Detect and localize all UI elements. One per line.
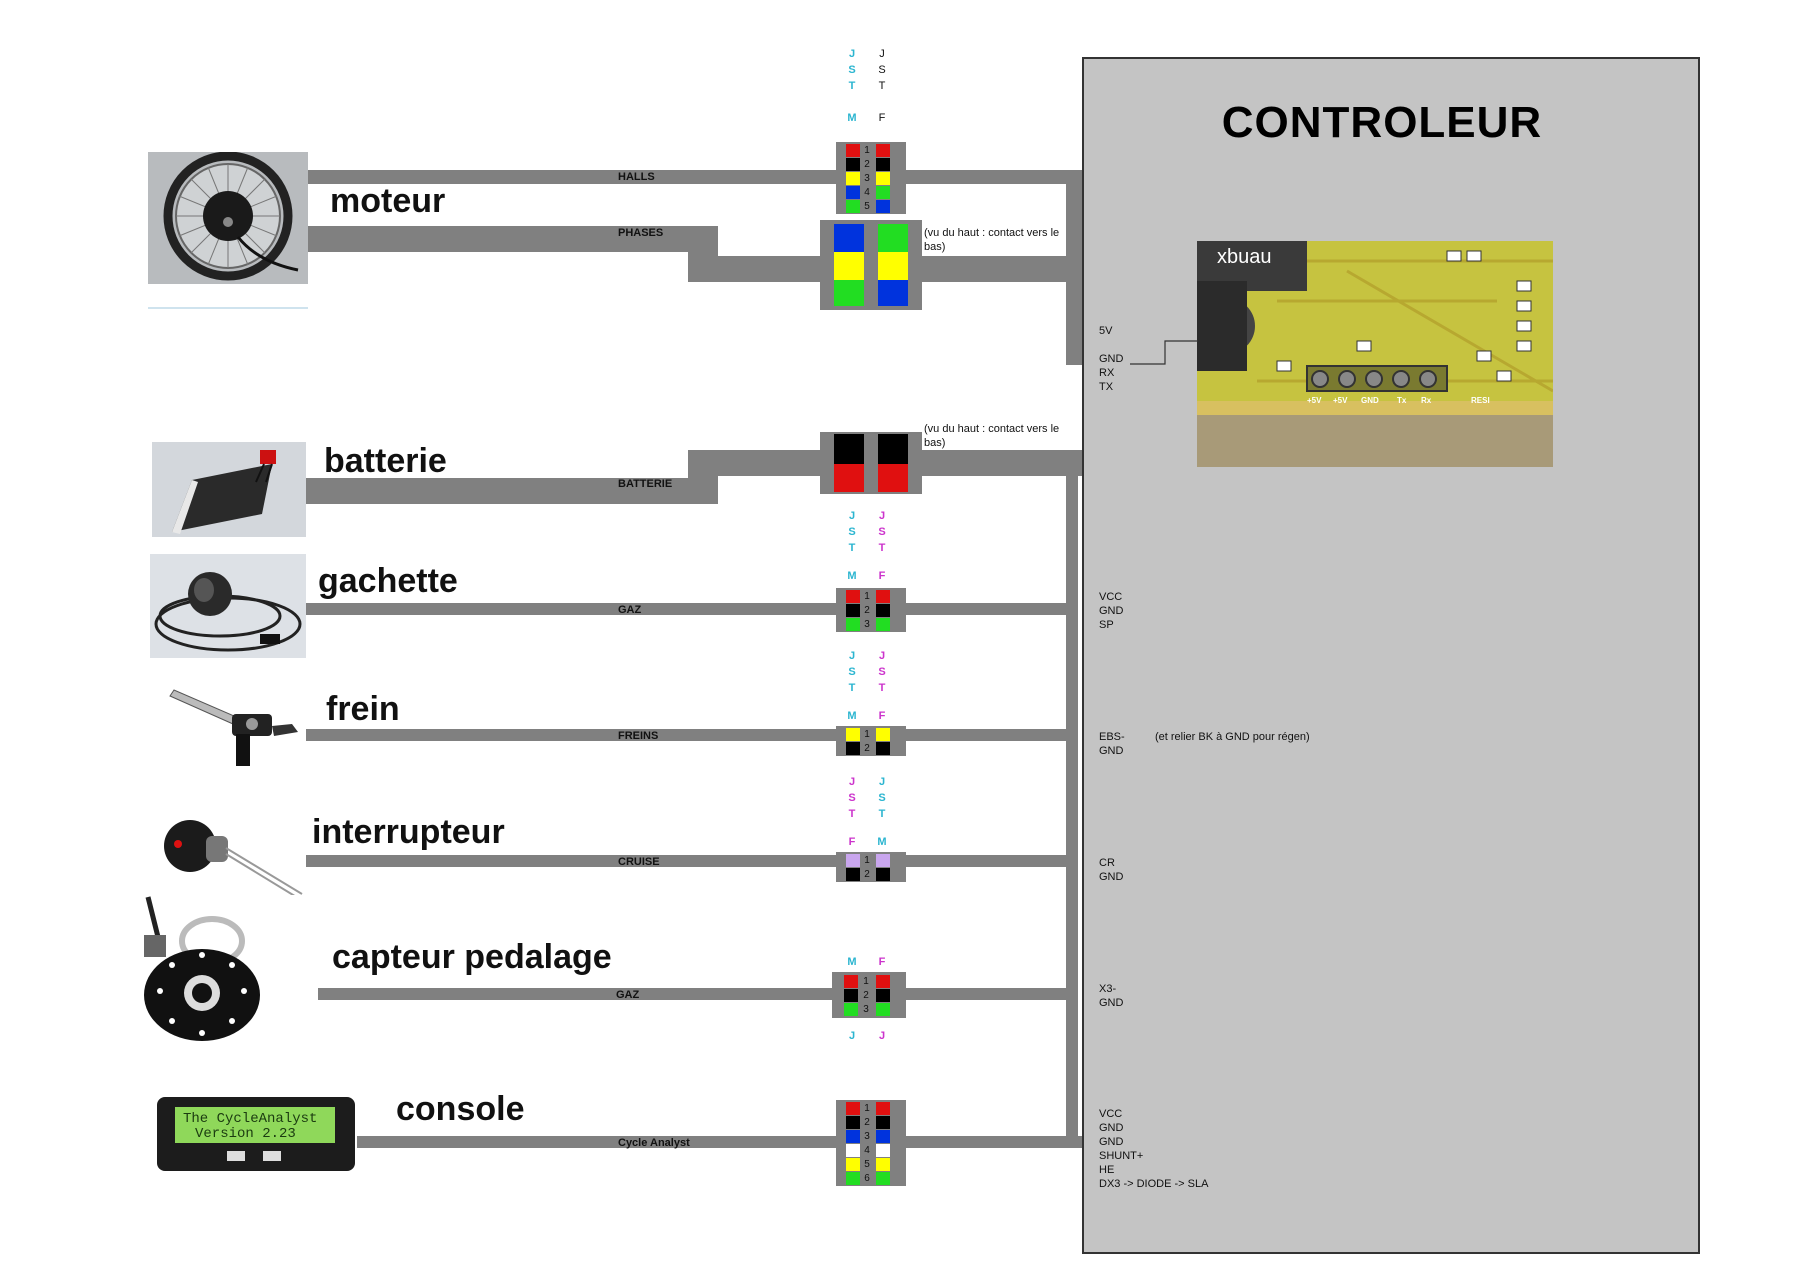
bus-lower [1066,455,1078,1141]
freins-regen-note: (et relier BK à GND pour régen) [1155,731,1310,743]
controller-title: CONTROLEUR [1221,98,1543,147]
wire-pas-right [906,988,1070,1000]
wire-label-freins: FREINS [618,730,659,742]
wire-freins-right [906,729,1070,741]
pcb-pointer-line [1130,340,1198,365]
wire-cruise-right [906,855,1070,867]
wire-ca-left [356,1136,836,1148]
wire-gaz-left [306,603,836,615]
label-capteur-pedalage: capteur pedalage [332,938,612,976]
wire-gaz-right [906,603,1070,615]
wire-label-halls: HALLS [618,171,655,183]
wire-batterie-left [306,478,718,504]
wire-halls-left [306,170,836,184]
svg-text:Rx: Rx [1421,396,1432,405]
photo-gachette [150,554,306,658]
photo-interrupteur [152,810,306,900]
connector-batterie [820,432,922,494]
label-batterie: batterie [324,442,447,480]
connector-phases [820,220,922,310]
wire-phases-right [906,256,1082,282]
ctrl-pins-gaz: VCC GND SP [1099,591,1124,631]
wire-phases-left [306,226,718,252]
wire-ca-right [906,1136,1082,1148]
pcb-text: xbuau [1217,246,1272,268]
photo-frein [152,680,306,784]
ctrl-pins-cruise: CR GND [1099,857,1124,883]
svg-text:Tx: Tx [1397,396,1407,405]
ctrl-pins-pas: X3- GND [1099,983,1124,1009]
svg-text:+5V: +5V [1333,396,1348,405]
wire-phases-mid [688,256,836,282]
wire-freins-left [306,729,836,741]
connector-pas: 1 2 3 [832,972,906,1018]
ctrl-pins-halls: 5V GND RX TX [1099,325,1124,393]
jst-label-ca-m: J [848,1030,856,1042]
jst-label-ca-f: J [878,1030,886,1042]
battery-icon [152,442,306,537]
switch-icon [164,820,303,899]
label-moteur: moteur [330,182,446,220]
connector-cycle-analyst: 1 2 3 4 5 6 [836,1100,906,1186]
label-console: console [396,1090,525,1128]
svg-text:GND: GND [1361,396,1379,405]
wire-label-pas: GAZ [616,989,640,1001]
photo-moteur [148,152,308,284]
connector-gaz: 1 2 3 [836,588,906,632]
throttle-icon [150,554,306,658]
controller-box [1082,57,1700,1254]
moteur-photo-underline [148,307,308,309]
photo-capteur-pedalage [140,895,308,1045]
photo-batterie [152,442,306,537]
wire-cruise-left [306,855,836,867]
wire-label-cycle-analyst: Cycle Analyst [618,1137,690,1149]
jst-label-pas-f: F [878,956,886,968]
label-gachette: gachette [318,562,458,600]
wire-batterie-mid [688,450,836,476]
wire-halls-right [906,170,1082,184]
wire-pas-left [318,988,836,1000]
connector-halls: 1 2 3 4 5 [836,142,906,214]
brake-lever-icon [169,689,298,766]
wire-batterie-right [906,450,1082,476]
label-interrupteur: interrupteur [312,813,505,851]
wire-label-batterie: BATTERIE [618,478,673,490]
cycle-analyst-icon: The CycleAnalyst Version 2.23 [157,1097,355,1171]
ca-screen-line1: The CycleAnalyst [183,1111,317,1127]
wire-label-gaz: GAZ [618,604,642,616]
ctrl-pins-cycle-analyst: VCC GND GND SHUNT+ HE DX3 -> DIODE -> SL… [1099,1108,1209,1190]
ca-screen-line2: Version 2.23 [195,1126,296,1142]
ctrl-pins-freins: EBS- GND [1099,731,1125,757]
note-phases: (vu du haut : contact vers le bas) [924,227,1060,253]
label-frein: frein [326,690,400,728]
pas-sensor-icon [144,896,260,1041]
photo-console: The CycleAnalyst Version 2.23 [155,1093,357,1175]
wire-label-phases: PHASES [618,227,664,239]
jst-label-pas-m: M [847,956,857,968]
controller-pcb-photo: xbuau +5V +5V GND Tx Rx RESI [1197,241,1553,467]
pcb-graphic: xbuau +5V +5V GND Tx Rx RESI [1197,241,1553,467]
connector-cruise: 1 2 [836,852,906,882]
connector-freins: 1 2 [836,726,906,756]
wheel-motor-icon [148,152,308,284]
svg-text:RESI: RESI [1471,396,1490,405]
svg-text:+5V: +5V [1307,396,1322,405]
note-batterie: (vu du haut : contact vers le bas) [924,423,1060,449]
wire-label-cruise: CRUISE [618,856,660,868]
